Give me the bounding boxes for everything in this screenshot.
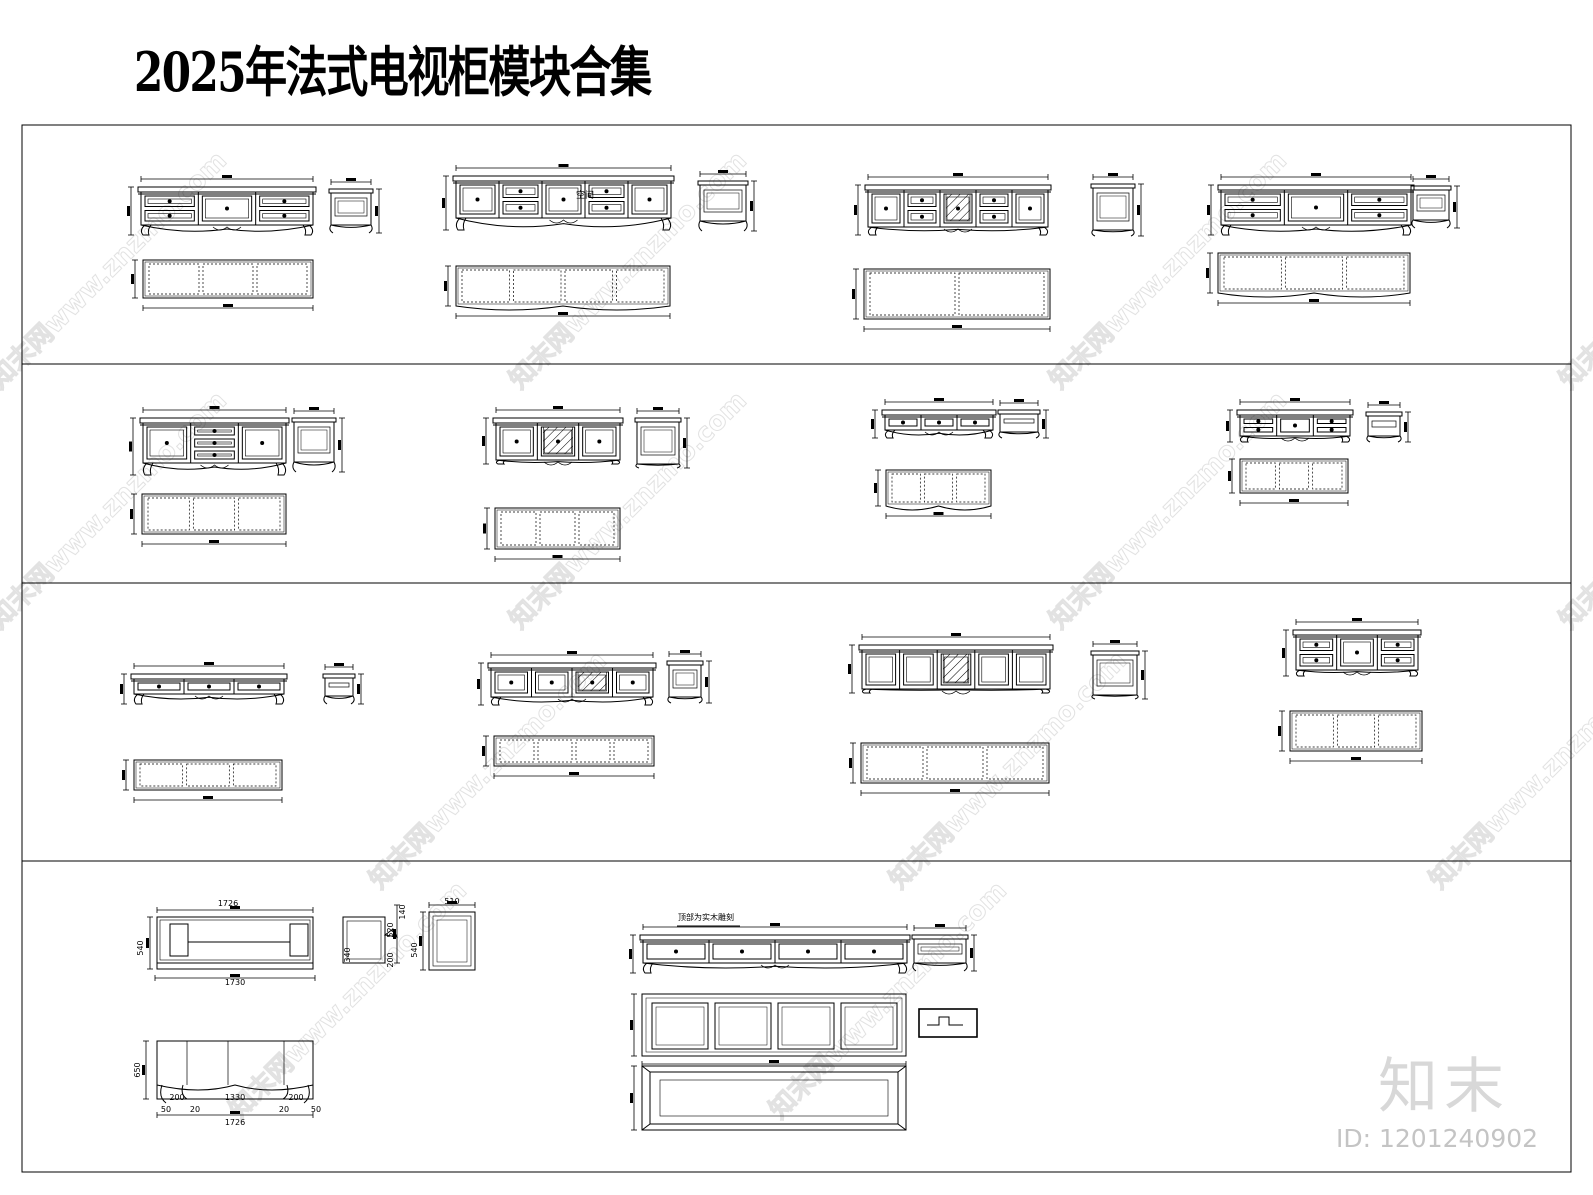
watermark-id: ID: 1201240902 (1336, 1124, 1539, 1153)
dim-side-c: 340 (343, 947, 352, 962)
space-note: 空间 (576, 189, 594, 201)
watermark-logo: 知末 (1378, 1052, 1510, 1122)
watermark-diagonal-text: 知末网www.znzmo.com (1424, 646, 1593, 895)
cabinet-elevation (848, 633, 1054, 695)
dim-height-front: 540 (136, 940, 145, 955)
dim-seg-a: 50 (161, 1105, 171, 1114)
dim-seg-b: 20 (190, 1105, 200, 1114)
dim-plan-width: 1726 (225, 1118, 245, 1127)
cabinet-elevation (442, 164, 675, 231)
watermark-diagonal-text: 知末网www.znzmo.com (0, 146, 233, 395)
cabinet-side-view (666, 650, 712, 704)
dim-seg-3: 200 (288, 1093, 303, 1102)
cabinet-plan-view (444, 265, 671, 319)
cabinet-plan-view (483, 507, 621, 562)
dim-seg-1: 200 (169, 1093, 184, 1102)
dim-side-height: 540 (410, 942, 419, 957)
cabinet-elevation (1226, 398, 1354, 443)
cabinet-plan-view (1278, 710, 1423, 764)
dim-depth-side: 510 (444, 897, 459, 906)
cabinet-elevation (129, 406, 290, 476)
dim-side-d: 200 (386, 952, 395, 967)
cabinet-plan-view (131, 259, 314, 311)
cabinet-elevation (1282, 618, 1422, 677)
sheet-frame (21, 124, 1572, 1173)
cabinet-plan-view (1206, 252, 1411, 306)
dim-side-e: 140 (398, 904, 407, 919)
cabinet-plan-view (482, 735, 655, 779)
watermark-diagonal-text: 知末网www.znzmo.com (364, 646, 613, 895)
dim-seg-2: 1330 (225, 1093, 245, 1102)
cabinet-side-view (997, 399, 1049, 439)
cabinet-side-view (911, 924, 977, 972)
cabinet-side-view (634, 407, 690, 469)
cabinet-plan-view (122, 759, 283, 803)
dim-width-bottom: 1730 (225, 978, 245, 987)
cabinet-side-view (1410, 175, 1460, 229)
cabinet-side-view (291, 407, 345, 473)
cabinet-plan-view (849, 742, 1050, 796)
cabinet-elevation (482, 406, 624, 466)
dim-seg-b2: 20 (279, 1105, 289, 1114)
detail-note: 顶部为实木雕刻 (678, 912, 734, 922)
watermark-diagonal-text: 知末网www.znzmo.com (1044, 146, 1293, 395)
dim-seg-a2: 50 (311, 1105, 321, 1114)
dim-side-b: 520 (386, 922, 395, 937)
dim-plan-depth: 650 (133, 1062, 142, 1077)
cabinet-elevation (127, 175, 317, 236)
cabinet-side-view (1090, 173, 1144, 237)
cabinet-plan-view (852, 268, 1051, 332)
row4-dimension-labels: 1726 1730 540 510 540 520 340 200 140 65… (133, 189, 734, 1127)
row4-drawing-b (630, 925, 978, 1131)
cabinet-elevation (629, 923, 911, 974)
cabinet-drawings (120, 164, 1460, 1131)
watermark-diagonal-text: 知末网www.znzmo.com (1554, 146, 1593, 395)
cabinet-side-view (328, 178, 382, 234)
cabinet-side-view (697, 170, 757, 232)
cabinet-side-view (1365, 401, 1411, 443)
cabinet-plan-view (874, 469, 992, 519)
cabinet-elevation (1207, 173, 1415, 236)
page-title: 2025年法式电视柜模块合集 (134, 40, 652, 104)
cabinet-side-view (1090, 640, 1148, 700)
cabinet-elevation (120, 662, 288, 705)
watermark-diagonal-text: 知末网www.znzmo.com (224, 876, 473, 1125)
cabinet-plan-view (1228, 458, 1349, 506)
cabinet-side-view (322, 663, 364, 705)
cabinet-plan-view (130, 493, 287, 547)
dim-width-top: 1726 (218, 899, 238, 908)
cabinet-elevation (477, 651, 657, 706)
cabinet-elevation (854, 173, 1052, 236)
row4-drawing-a (142, 901, 476, 1118)
watermark-diagonal-text: 知末网www.znzmo.com (1554, 386, 1593, 635)
cabinet-elevation (871, 398, 997, 439)
